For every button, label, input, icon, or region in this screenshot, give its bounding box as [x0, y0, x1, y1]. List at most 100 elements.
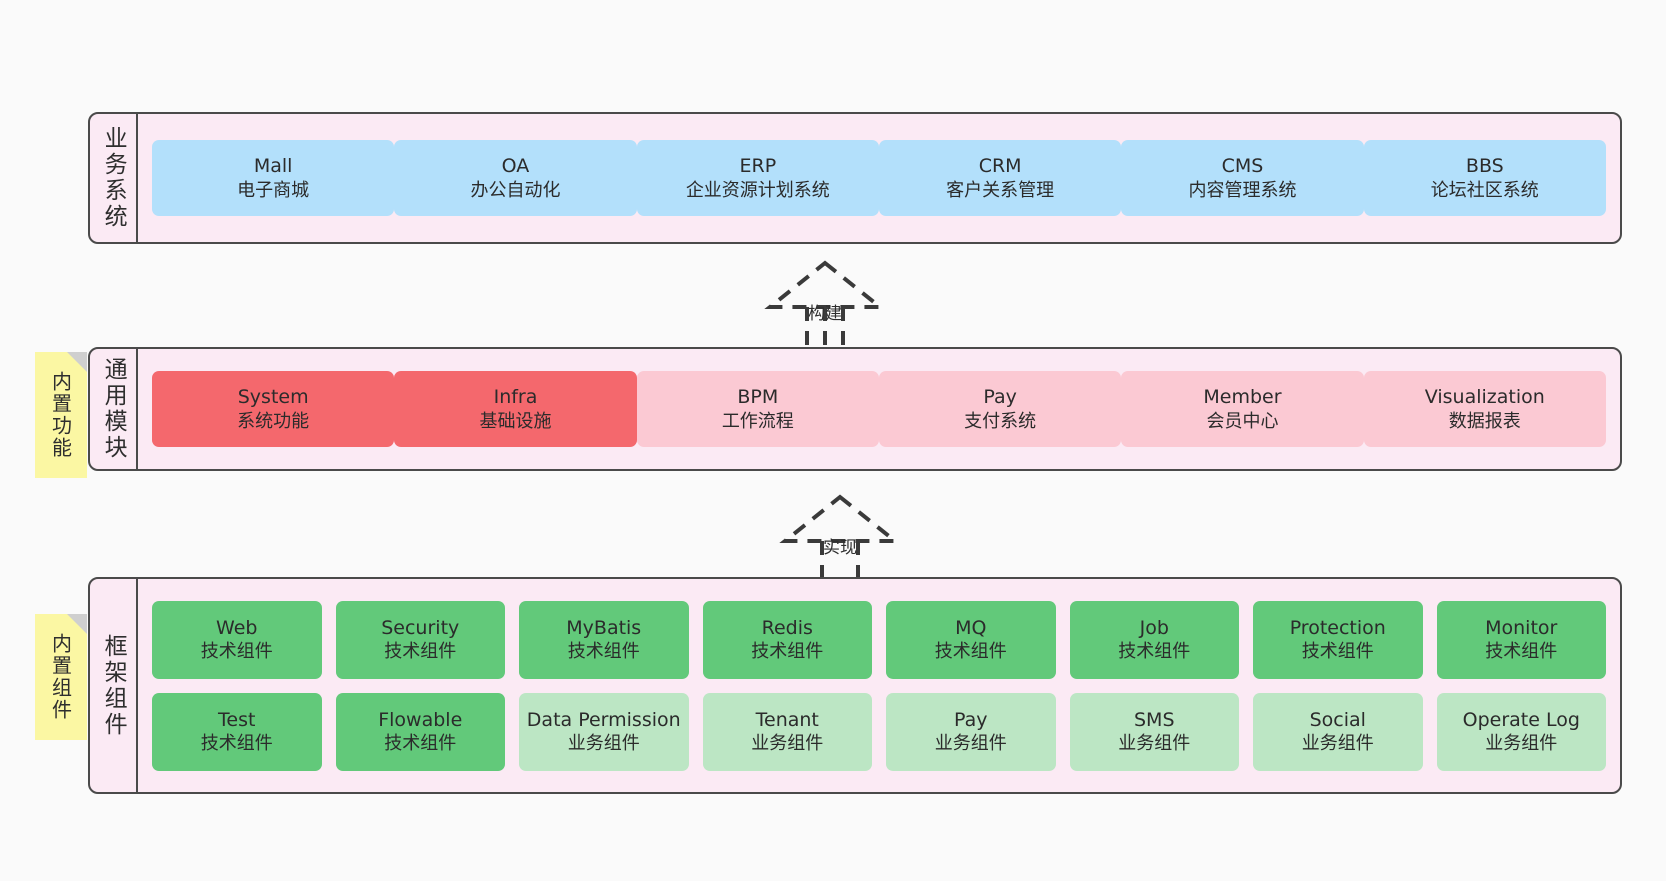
- card-protection-name: Protection: [1289, 616, 1386, 639]
- card-protection[interactable]: Protection 技术组件: [1253, 600, 1423, 679]
- card-pay-component[interactable]: Pay 业务组件: [886, 692, 1056, 771]
- layer-common-modules: 通用模块 System 系统功能 Infra 基础设施 BPM 工作流程 Pay…: [88, 347, 1622, 471]
- card-member-desc: 会员中心: [1206, 410, 1279, 432]
- card-tenant-name: Tenant: [755, 708, 819, 731]
- card-tenant[interactable]: Tenant 业务组件: [702, 692, 872, 771]
- card-monitor-desc: 技术组件: [1485, 641, 1558, 663]
- card-member[interactable]: Member 会员中心: [1121, 371, 1364, 447]
- card-cms-desc: 内容管理系统: [1188, 179, 1297, 201]
- card-test-name: Test: [218, 708, 256, 731]
- card-visualization-desc: 数据报表: [1448, 410, 1521, 432]
- card-visualization[interactable]: Visualization 数据报表: [1363, 371, 1606, 447]
- card-test-desc: 技术组件: [200, 733, 273, 755]
- card-flowable-desc: 技术组件: [384, 733, 457, 755]
- card-crm-name: CRM: [978, 155, 1022, 178]
- card-bpm[interactable]: BPM 工作流程: [636, 371, 879, 447]
- card-bpm-name: BPM: [737, 386, 779, 409]
- layer-framework-components: 框架组件 Web 技术组件 Security 技术组件 MyBatis 技术组件…: [88, 577, 1622, 794]
- connector-build-label: 构建: [808, 304, 842, 324]
- card-web-desc: 技术组件: [200, 641, 273, 663]
- card-mybatis-name: MyBatis: [566, 616, 642, 639]
- card-sms-desc: 业务组件: [1118, 733, 1191, 755]
- note-fold-icon: [67, 614, 87, 634]
- card-operate-log-name: Operate Log: [1462, 708, 1580, 731]
- note-builtin-components: 内置组件: [35, 614, 87, 740]
- card-data-permission-name: Data Permission: [526, 708, 681, 731]
- card-pay-module-desc: 支付系统: [964, 410, 1037, 432]
- card-monitor[interactable]: Monitor 技术组件: [1436, 600, 1606, 679]
- card-test[interactable]: Test 技术组件: [152, 692, 322, 771]
- card-flowable[interactable]: Flowable 技术组件: [335, 692, 505, 771]
- note-builtin-features: 内置功能: [35, 352, 87, 478]
- card-data-permission[interactable]: Data Permission 业务组件: [519, 692, 689, 771]
- card-protection-desc: 技术组件: [1301, 641, 1374, 663]
- card-bpm-desc: 工作流程: [721, 410, 794, 432]
- card-pay-module-name: Pay: [983, 386, 1017, 409]
- card-security-name: Security: [381, 616, 460, 639]
- card-job[interactable]: Job 技术组件: [1069, 600, 1239, 679]
- card-visualization-name: Visualization: [1424, 386, 1545, 409]
- card-mybatis[interactable]: MyBatis 技术组件: [519, 600, 689, 679]
- card-mq-name: MQ: [955, 616, 987, 639]
- card-mall[interactable]: Mall 电子商城: [152, 140, 395, 216]
- card-erp[interactable]: ERP 企业资源计划系统: [636, 140, 879, 216]
- card-job-desc: 技术组件: [1118, 641, 1191, 663]
- card-security-desc: 技术组件: [384, 641, 457, 663]
- card-infra[interactable]: Infra 基础设施: [394, 371, 637, 447]
- card-oa[interactable]: OA 办公自动化: [394, 140, 637, 216]
- framework-row-technical: Web 技术组件 Security 技术组件 MyBatis 技术组件 Redi…: [152, 600, 1606, 679]
- card-web-name: Web: [216, 616, 258, 639]
- note-builtin-components-text: 内置组件: [48, 633, 73, 721]
- connector-build: 构建: [745, 255, 905, 355]
- card-pay-module[interactable]: Pay 支付系统: [878, 371, 1122, 447]
- card-monitor-name: Monitor: [1485, 616, 1558, 639]
- card-tenant-desc: 业务组件: [751, 733, 824, 755]
- card-operate-log-desc: 业务组件: [1485, 733, 1558, 755]
- card-social-desc: 业务组件: [1301, 733, 1374, 755]
- layer-common-modules-title-text: 通用模块: [100, 357, 127, 461]
- card-member-name: Member: [1203, 386, 1282, 409]
- card-infra-name: Infra: [493, 386, 538, 409]
- card-cms-name: CMS: [1221, 155, 1264, 178]
- layer-common-modules-body: System 系统功能 Infra 基础设施 BPM 工作流程 Pay 支付系统…: [138, 349, 1620, 469]
- card-data-permission-desc: 业务组件: [567, 733, 640, 755]
- framework-row-business: Test 技术组件 Flowable 技术组件 Data Permission …: [152, 692, 1606, 771]
- card-bbs-name: BBS: [1465, 155, 1504, 178]
- layer-business-systems-body: Mall 电子商城 OA 办公自动化 ERP 企业资源计划系统 CRM 客户关系…: [138, 114, 1620, 242]
- card-job-name: Job: [1139, 616, 1169, 639]
- card-oa-desc: 办公自动化: [470, 179, 561, 201]
- note-fold-icon: [67, 352, 87, 372]
- card-system-name: System: [237, 386, 309, 409]
- card-erp-desc: 企业资源计划系统: [685, 179, 830, 201]
- layer-framework-components-title: 框架组件: [90, 579, 138, 792]
- connector-implement-label: 实现: [823, 538, 857, 558]
- card-mall-desc: 电子商城: [237, 179, 310, 201]
- card-operate-log[interactable]: Operate Log 业务组件: [1436, 692, 1606, 771]
- note-builtin-features-text: 内置功能: [48, 371, 73, 459]
- card-cms[interactable]: CMS 内容管理系统: [1121, 140, 1364, 216]
- card-redis-name: Redis: [761, 616, 813, 639]
- card-system[interactable]: System 系统功能: [152, 371, 395, 447]
- layer-framework-components-body: Web 技术组件 Security 技术组件 MyBatis 技术组件 Redi…: [138, 579, 1620, 792]
- card-flowable-name: Flowable: [378, 708, 463, 731]
- card-pay-component-desc: 业务组件: [934, 733, 1007, 755]
- card-crm[interactable]: CRM 客户关系管理: [878, 140, 1122, 216]
- card-redis[interactable]: Redis 技术组件: [702, 600, 872, 679]
- card-infra-desc: 基础设施: [479, 410, 552, 432]
- card-security[interactable]: Security 技术组件: [335, 600, 505, 679]
- card-erp-name: ERP: [739, 155, 777, 178]
- card-sms[interactable]: SMS 业务组件: [1069, 692, 1239, 771]
- card-web[interactable]: Web 技术组件: [152, 600, 322, 679]
- card-bbs[interactable]: BBS 论坛社区系统: [1363, 140, 1606, 216]
- card-system-desc: 系统功能: [237, 410, 310, 432]
- card-redis-desc: 技术组件: [751, 641, 824, 663]
- card-mq[interactable]: MQ 技术组件: [886, 600, 1056, 679]
- layer-business-systems: 业务系统 Mall 电子商城 OA 办公自动化 ERP 企业资源计划系统 CRM…: [88, 112, 1622, 244]
- card-social[interactable]: Social 业务组件: [1253, 692, 1423, 771]
- card-mall-name: Mall: [253, 155, 293, 178]
- card-bbs-desc: 论坛社区系统: [1430, 179, 1539, 201]
- layer-business-systems-title-text: 业务系统: [100, 126, 127, 230]
- connector-implement: 实现: [760, 489, 920, 589]
- card-pay-component-name: Pay: [954, 708, 988, 731]
